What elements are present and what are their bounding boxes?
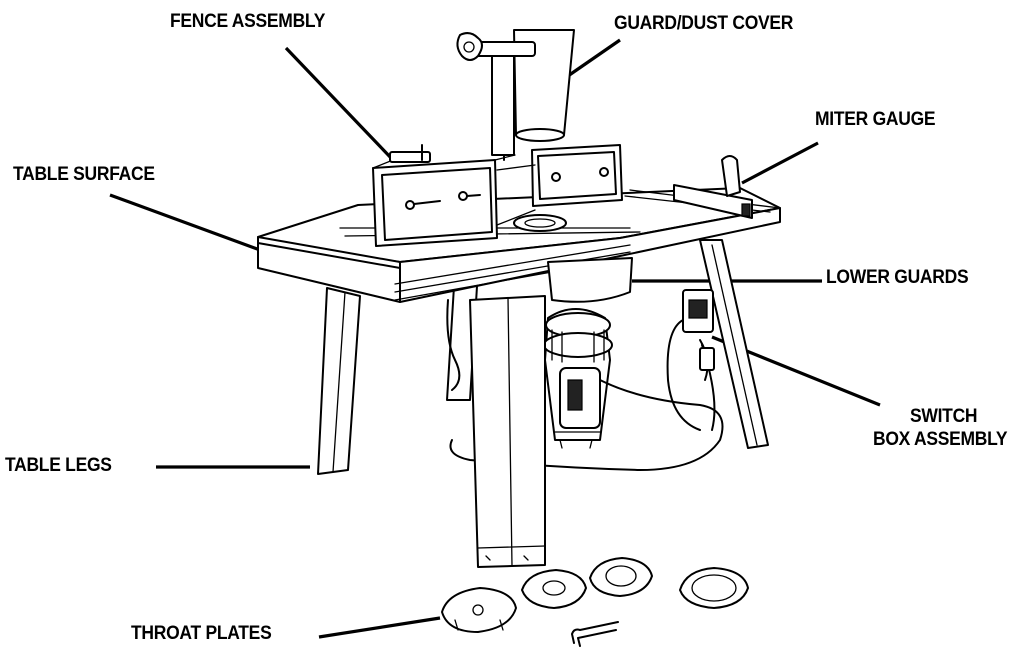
leader-miter-gauge	[741, 141, 819, 185]
router-motor	[449, 308, 724, 471]
label-switch-box-line1: SWITCH	[910, 406, 978, 427]
label-guard-dust-cover: GUARD/DUST COVER	[614, 13, 794, 34]
throat-plate-3	[589, 557, 653, 597]
throat-plate-2	[521, 569, 587, 609]
label-lower-guards: LOWER GUARDS	[826, 267, 969, 288]
throat-plate-4	[679, 567, 749, 609]
label-table-legs: TABLE LEGS	[5, 455, 112, 476]
hex-wrench	[571, 621, 619, 647]
switch-box	[666, 289, 715, 431]
label-fence-assembly: FENCE ASSEMBLY	[170, 11, 326, 32]
fence-assembly	[372, 144, 623, 247]
lower-guards	[547, 257, 633, 303]
leader-throat-plates	[318, 616, 441, 639]
throat-plates	[441, 557, 749, 647]
label-switch-box-line2: BOX ASSEMBLY	[873, 429, 1008, 450]
throat-plate-1	[441, 587, 517, 633]
label-miter-gauge: MITER GAUGE	[815, 109, 936, 130]
leader-guard-dust-cover	[564, 38, 621, 80]
leader-table-surface	[109, 193, 261, 252]
label-table-surface: TABLE SURFACE	[13, 164, 155, 185]
guard-dust-cover	[456, 29, 575, 161]
miter-gauge	[673, 155, 753, 219]
front-legs	[317, 287, 546, 568]
label-throat-plates: THROAT PLATES	[131, 623, 272, 644]
leader-fence-assembly	[284, 46, 395, 162]
